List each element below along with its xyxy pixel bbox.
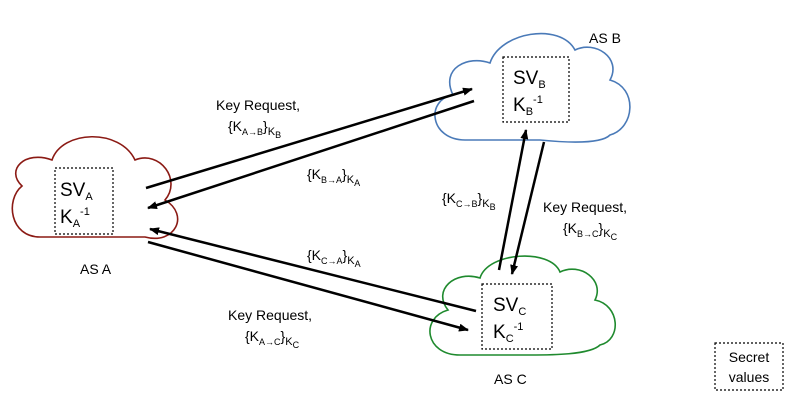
label-c-to-a-key: {KC→A}KA (307, 247, 361, 269)
label-b-to-a-key: {KB→A}KA (307, 166, 360, 188)
cloud-as-a (11, 135, 179, 240)
label-a-to-c-line1: Key Request, (228, 307, 312, 323)
secret-box-c (481, 283, 553, 350)
as-a-name: AS A (80, 261, 112, 277)
arrow-c-to-a (149, 227, 477, 313)
legend-box (714, 342, 784, 391)
arrow-a-to-b (145, 87, 473, 190)
arrow-a-to-c (147, 240, 469, 332)
key-a-label: KA-1 (60, 206, 90, 230)
label-a-to-b-line1: Key Request, (216, 97, 300, 113)
sv-c-label: SVC (493, 295, 526, 318)
cloud-as-c (429, 255, 616, 356)
key-c-label: KC-1 (493, 321, 523, 345)
sv-b-label: SVB (513, 68, 546, 91)
legend-line2: values (729, 369, 769, 385)
label-b-to-c-key: {KB→C}KC (563, 220, 618, 242)
as-c-name: AS C (494, 371, 527, 387)
key-b-label: KB-1 (513, 94, 543, 118)
arrow-b-to-c (510, 141, 546, 275)
label-c-to-b-key: {KC→B}KB (442, 190, 496, 212)
sv-a-label: SVA (60, 180, 93, 203)
legend-line1: Secret (729, 349, 770, 365)
label-a-to-c-key: {KA→C}KC (245, 328, 300, 350)
secret-box-a (54, 167, 114, 235)
arrow-c-to-b (497, 129, 529, 271)
secret-box-b (502, 56, 570, 123)
as-b-name: AS B (589, 30, 621, 46)
label-a-to-b-key: {KA→B}KB (228, 118, 281, 140)
label-b-to-c-line1: Key Request, (543, 199, 627, 215)
arrow-b-to-a (147, 99, 475, 210)
